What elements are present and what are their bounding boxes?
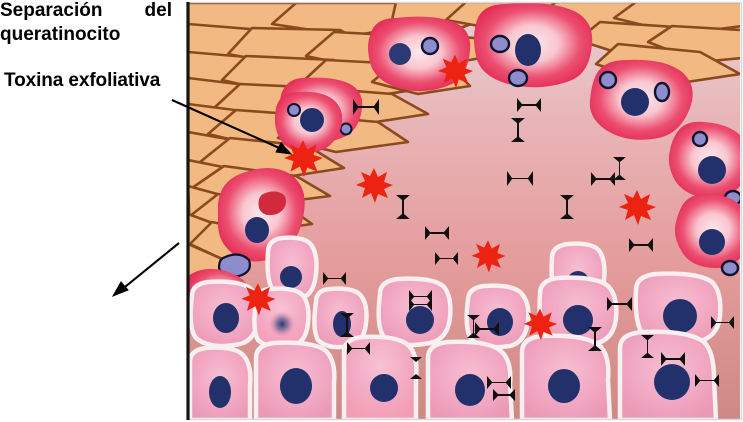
toxin-star [471, 240, 506, 273]
label-separacion-line1: Separación del [0, 0, 172, 22]
toxin-star [437, 54, 474, 89]
toxin-star [619, 190, 656, 225]
label-toxina-exfoliativa: Toxina exfoliativa [4, 70, 161, 91]
detached-keratinocytes-group [188, 3, 740, 328]
intact-keratinocytes-group [188, 235, 723, 419]
arrow-to-toxin [171, 99, 293, 155]
label-separacion-word-separacion: Separación [0, 0, 103, 21]
illustration-frame [186, 1, 743, 421]
toxin-star [523, 308, 558, 341]
toxin-star [356, 168, 393, 203]
detached-cell [274, 91, 343, 153]
label-separacion-queratinocito: Separación del queratinocito [0, 0, 172, 46]
intact-cell [425, 339, 515, 419]
label-separacion-line2: queratinocito [0, 24, 121, 45]
intact-cell [376, 276, 453, 348]
intact-cell [253, 340, 337, 419]
label-separacion-word-del: del [144, 0, 172, 21]
intact-cell [519, 333, 613, 419]
desmosome-vertical [340, 118, 654, 379]
desmosome-junction [487, 374, 719, 401]
framed-illustration-body [188, 3, 740, 419]
toxin-star [241, 283, 276, 316]
intact-cell [617, 329, 719, 419]
intact-cell [188, 345, 253, 419]
arrow-to-separation [111, 242, 180, 297]
detached-cell [474, 3, 593, 88]
intact-cell [252, 286, 311, 350]
annotation-arrows [111, 99, 293, 297]
desmosome-group [323, 98, 734, 401]
detached-cell [674, 194, 740, 277]
intact-cell [341, 334, 419, 419]
exfoliative-toxin-group [241, 54, 656, 341]
desmosome-horizontal [323, 98, 734, 366]
detached-cell [668, 121, 740, 207]
intact-cell [265, 235, 319, 302]
detached-cell [589, 59, 693, 140]
toxin-star [284, 140, 323, 177]
